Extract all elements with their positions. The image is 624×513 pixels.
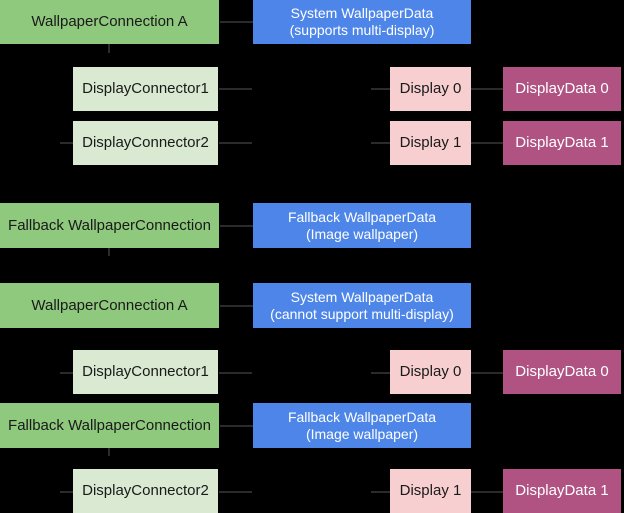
node-label-primary: System WallpaperData xyxy=(290,288,434,305)
edge-connector xyxy=(471,491,503,493)
edge-connector xyxy=(471,142,503,144)
node-display-0-top[interactable]: Display 0 xyxy=(390,67,471,111)
node-label-secondary: (cannot support multi-display) xyxy=(270,305,454,322)
node-label-primary: Fallback WallpaperData xyxy=(287,408,437,425)
node-wallpaper-connection-a-top[interactable]: WallpaperConnection A xyxy=(0,0,219,44)
edge-connector xyxy=(220,21,253,23)
node-label-primary: DisplayConnector1 xyxy=(82,80,209,98)
node-fallback-wallpaper-connection-lower[interactable]: Fallback WallpaperConnection xyxy=(0,403,219,448)
node-label-primary: Display 1 xyxy=(399,134,462,152)
node-display-1-lower[interactable]: Display 1 xyxy=(390,469,471,513)
node-display-data-1-lower[interactable]: DisplayData 1 xyxy=(503,469,621,513)
node-display-connector-1-lower[interactable]: DisplayConnector1 xyxy=(73,350,218,394)
node-label-secondary: (Image wallpaper) xyxy=(305,425,419,442)
node-label-primary: DisplayConnector2 xyxy=(82,134,209,152)
edge-connector xyxy=(371,491,390,493)
node-display-1-top[interactable]: Display 1 xyxy=(390,121,471,165)
node-label-primary: DisplayData 0 xyxy=(515,363,609,381)
node-label-primary: DisplayData 1 xyxy=(515,134,609,152)
node-system-wallpaperdata-cannot[interactable]: System WallpaperData(cannot support mult… xyxy=(253,283,471,328)
edge-connector xyxy=(60,491,73,493)
node-display-data-1-top[interactable]: DisplayData 1 xyxy=(503,121,621,165)
node-label-primary: DisplayConnector1 xyxy=(82,363,209,381)
node-display-data-0-lower[interactable]: DisplayData 0 xyxy=(503,350,621,394)
node-label-primary: DisplayData 0 xyxy=(515,80,609,98)
node-fallback-wallpaperdata-mid[interactable]: Fallback WallpaperData(Image wallpaper) xyxy=(253,203,471,248)
node-label-secondary: (supports multi-display) xyxy=(289,22,435,38)
edge-connector xyxy=(220,425,253,427)
edge-connector xyxy=(219,491,252,493)
node-display-data-0-top[interactable]: DisplayData 0 xyxy=(503,67,621,111)
edge-connector xyxy=(371,142,390,144)
node-fallback-wallpaperdata-lower[interactable]: Fallback WallpaperData(Image wallpaper) xyxy=(253,403,471,448)
edge-connector xyxy=(471,88,503,90)
node-label-primary: DisplayConnector2 xyxy=(82,482,209,500)
edge-connector xyxy=(60,142,73,144)
edge-connector xyxy=(371,88,390,90)
node-label-primary: Display 0 xyxy=(399,363,462,381)
edge-connector xyxy=(220,305,253,307)
edge-connector xyxy=(471,372,503,374)
node-label-primary: DisplayData 1 xyxy=(515,482,609,500)
node-label-primary: System WallpaperData xyxy=(290,5,434,22)
node-label-primary: WallpaperConnection A xyxy=(31,13,188,31)
node-display-connector-2-lower[interactable]: DisplayConnector2 xyxy=(73,469,218,513)
edge-connector xyxy=(219,88,252,90)
edge-connector xyxy=(60,372,73,374)
node-label-primary: WallpaperConnection A xyxy=(31,296,188,314)
edge-connector xyxy=(108,448,110,456)
node-label-primary: Fallback WallpaperData xyxy=(287,208,437,225)
edge-connector xyxy=(220,225,253,227)
node-label-primary: Display 0 xyxy=(399,80,462,98)
node-label-secondary: (Image wallpaper) xyxy=(305,225,419,242)
node-label-primary: Fallback WallpaperConnection xyxy=(8,416,211,434)
edge-connector xyxy=(108,248,110,256)
edge-connector xyxy=(108,43,110,53)
edge-connector xyxy=(219,142,252,144)
node-display-connector-1-top[interactable]: DisplayConnector1 xyxy=(73,67,218,111)
node-system-wallpaperdata-supports[interactable]: System WallpaperData(supports multi-disp… xyxy=(253,0,471,44)
edge-connector xyxy=(219,372,252,374)
edge-connector xyxy=(371,372,390,374)
node-fallback-wallpaper-connection-mid[interactable]: Fallback WallpaperConnection xyxy=(0,203,219,248)
node-wallpaper-connection-a-lower[interactable]: WallpaperConnection A xyxy=(0,283,219,328)
node-display-connector-2-top[interactable]: DisplayConnector2 xyxy=(73,121,218,165)
node-label-primary: Fallback WallpaperConnection xyxy=(8,216,211,234)
node-label-primary: Display 1 xyxy=(399,482,462,500)
node-display-0-lower[interactable]: Display 0 xyxy=(390,350,471,394)
